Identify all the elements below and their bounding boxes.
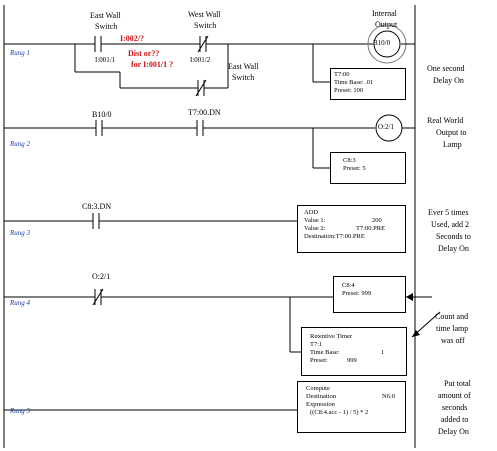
annotation-dist-or: Dist or?? bbox=[128, 49, 160, 58]
note-one-second: One second bbox=[427, 64, 465, 73]
compute-expression-label: Expression bbox=[306, 401, 335, 408]
counter-c8-3-title: C8:3 bbox=[343, 157, 356, 164]
rung-2-label: Rung 2 bbox=[10, 140, 31, 148]
note-put-total: Put total bbox=[444, 379, 471, 388]
add-block: ADD Value 1:200 Value 2:T7:00.PRE Destin… bbox=[297, 205, 406, 253]
rung-4-label: Rung 4 bbox=[10, 299, 31, 307]
coil-o-2-1-address: O:2/1 bbox=[378, 123, 394, 131]
rung-5-label: Rung 5 bbox=[10, 407, 31, 415]
timer-t7-00-preset: Preset: 100 bbox=[334, 87, 364, 94]
compute-expression: ((C8:4.acc - 1) / 5) * 2 bbox=[310, 409, 369, 416]
coil-b10-0-address: B10/0 bbox=[373, 39, 391, 47]
contact-i001-2b-slash bbox=[195, 79, 207, 97]
contact-b10-0-address: B10/0 bbox=[92, 110, 112, 119]
contact-i001-2-slash bbox=[197, 35, 209, 53]
note-used-add-2: Used, add 2 bbox=[431, 220, 469, 229]
rung-3-label: Rung 3 bbox=[10, 229, 31, 237]
counter-c8-4-title: C8:4 bbox=[342, 282, 355, 289]
west-wall-switch-label: Switch bbox=[194, 21, 217, 30]
east-wall-switch-label: Switch bbox=[95, 22, 118, 31]
contact-c8-3-dn-address: C8:3.DN bbox=[82, 202, 112, 211]
note-delay-on: Delay On bbox=[433, 76, 464, 85]
contact-o-2-1-address: O:2/1 bbox=[92, 272, 111, 281]
note-ever-5-times: Ever 5 times bbox=[428, 208, 469, 217]
east-wall-switch-label-2: Switch bbox=[232, 73, 255, 82]
timer-t7-00-title: T7:00 bbox=[334, 71, 350, 78]
east-wall-label-2: East Wall bbox=[228, 62, 259, 71]
retentive-timer-timebase-row: Time Base:1 bbox=[310, 349, 385, 356]
retentive-timer-block: Retentive Timer T7:1 Time Base:1 Preset:… bbox=[301, 327, 407, 376]
note-lamp: Lamp bbox=[443, 140, 462, 149]
note-was-off: was off bbox=[441, 336, 465, 345]
note-count-and: Count and bbox=[435, 312, 469, 321]
west-wall-label: West Wall bbox=[188, 10, 221, 19]
note-added-to: added to bbox=[441, 415, 469, 424]
retentive-timer-title: Retentive Timer bbox=[310, 333, 353, 340]
note-real-world: Real World bbox=[427, 116, 464, 125]
contact-t7-00-dn-address: T7:00.DN bbox=[188, 108, 221, 117]
timer-t7-00-timebase: Time Base: .01 bbox=[334, 79, 374, 86]
note-time-lamp: time lamp bbox=[436, 324, 469, 333]
note-amount-of: amount of bbox=[438, 391, 471, 400]
timer-t7-00-block: T7:00 Time Base: .01 Preset: 100 bbox=[330, 68, 406, 100]
internal-label: Internal bbox=[372, 9, 397, 18]
add-title: ADD bbox=[304, 209, 319, 216]
add-destination: Destination:T7:00.PRE bbox=[304, 233, 365, 240]
rung-1-label: Rung 1 bbox=[10, 49, 31, 57]
coil-b10-0 bbox=[373, 30, 401, 58]
retentive-timer-preset-row: Preset:999 bbox=[310, 357, 357, 364]
counter-c8-4-preset: Preset: 999 bbox=[342, 290, 372, 297]
counter-c8-3-preset: Preset: 5 bbox=[343, 165, 366, 172]
note-output-to: Output to bbox=[436, 128, 467, 137]
add-value2-row: Value 2:T7:00.PRE bbox=[304, 225, 386, 232]
add-value1-row: Value 1:200 bbox=[304, 217, 382, 224]
output-label: Output bbox=[375, 20, 398, 29]
contact-i001-2-address: I:001/2 bbox=[190, 56, 211, 64]
contact-i001-1-address: I:001/1 bbox=[95, 56, 116, 64]
note-seconds-to: Seconds to bbox=[436, 232, 471, 241]
compute-title: Compute bbox=[306, 385, 330, 392]
annotation-i002: I:002/? bbox=[120, 34, 144, 43]
note-delay-on-5: Delay On bbox=[438, 427, 469, 436]
counter-c8-3-block: C8:3 Preset: 5 bbox=[330, 152, 406, 184]
note-delay-on-3: Delay On bbox=[438, 244, 469, 253]
retentive-timer-address: T7:1 bbox=[310, 341, 323, 348]
note-seconds: seconds bbox=[442, 403, 468, 412]
east-wall-label: East Wall bbox=[90, 11, 121, 20]
counter-c8-4-block: C8:4 Preset: 999 bbox=[333, 276, 406, 313]
annotation-for-i001: for I:001/1 ? bbox=[131, 60, 174, 69]
